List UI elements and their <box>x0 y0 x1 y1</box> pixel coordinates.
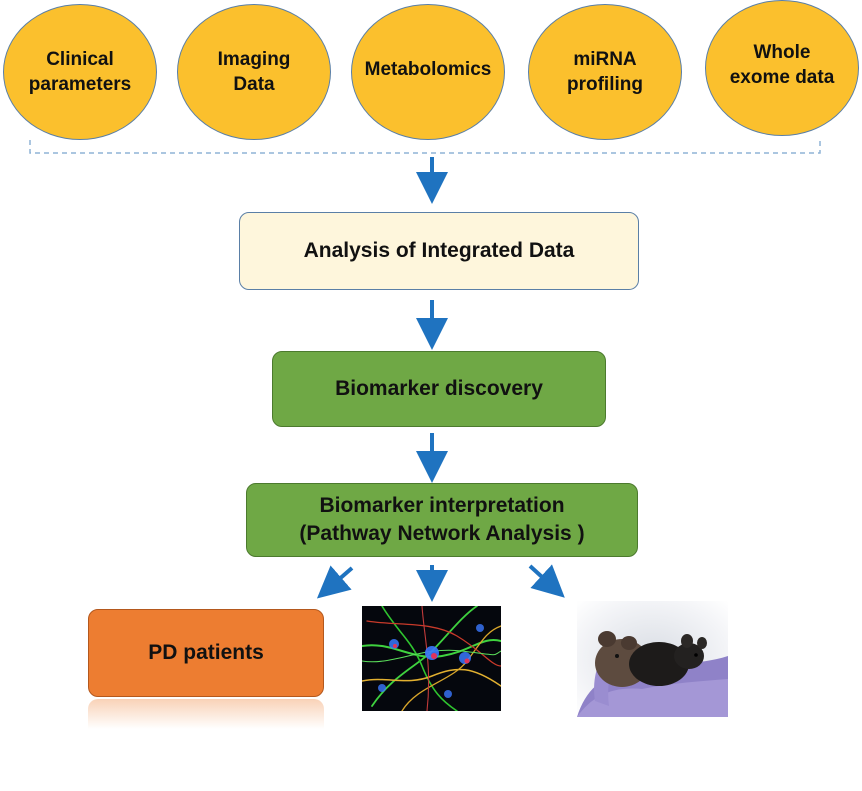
data-source-label: Clinical parameters <box>28 49 132 95</box>
data-source-mirna: miRNA profiling <box>528 4 682 140</box>
data-source-exome: Whole exome data <box>705 0 859 136</box>
pd-patients-reflection <box>88 699 324 729</box>
arrow-to-mice <box>528 564 565 598</box>
data-source-metabolomics: Metabolomics <box>351 4 505 140</box>
mice-image <box>577 601 728 717</box>
data-source-label: Imaging Data <box>217 49 291 95</box>
data-source-label: Metabolomics <box>364 58 492 80</box>
interpretation-box: Biomarker interpretation (Pathway Networ… <box>246 483 638 557</box>
discovery-label: Biomarker discovery <box>335 377 543 400</box>
data-source-imaging: Imaging Data <box>177 4 331 140</box>
data-source-label: miRNA profiling <box>567 49 643 95</box>
interpretation-title: Biomarker interpretation <box>319 494 565 517</box>
interpretation-subtitle: (Pathway Network Analysis ) <box>299 522 585 545</box>
pd-patients-box: PD patients <box>88 609 324 697</box>
data-sources-bracket <box>29 140 821 154</box>
data-source-clinical: Clinical parameters <box>3 4 157 140</box>
analysis-label: Analysis of Integrated Data <box>303 239 575 262</box>
neuron-culture-image <box>362 606 501 711</box>
analysis-box: Analysis of Integrated Data <box>239 212 639 290</box>
arrow-to-patients <box>316 565 354 599</box>
pd-patients-label: PD patients <box>148 641 264 664</box>
data-source-label: Whole exome data <box>729 42 835 88</box>
discovery-box: Biomarker discovery <box>272 351 606 427</box>
